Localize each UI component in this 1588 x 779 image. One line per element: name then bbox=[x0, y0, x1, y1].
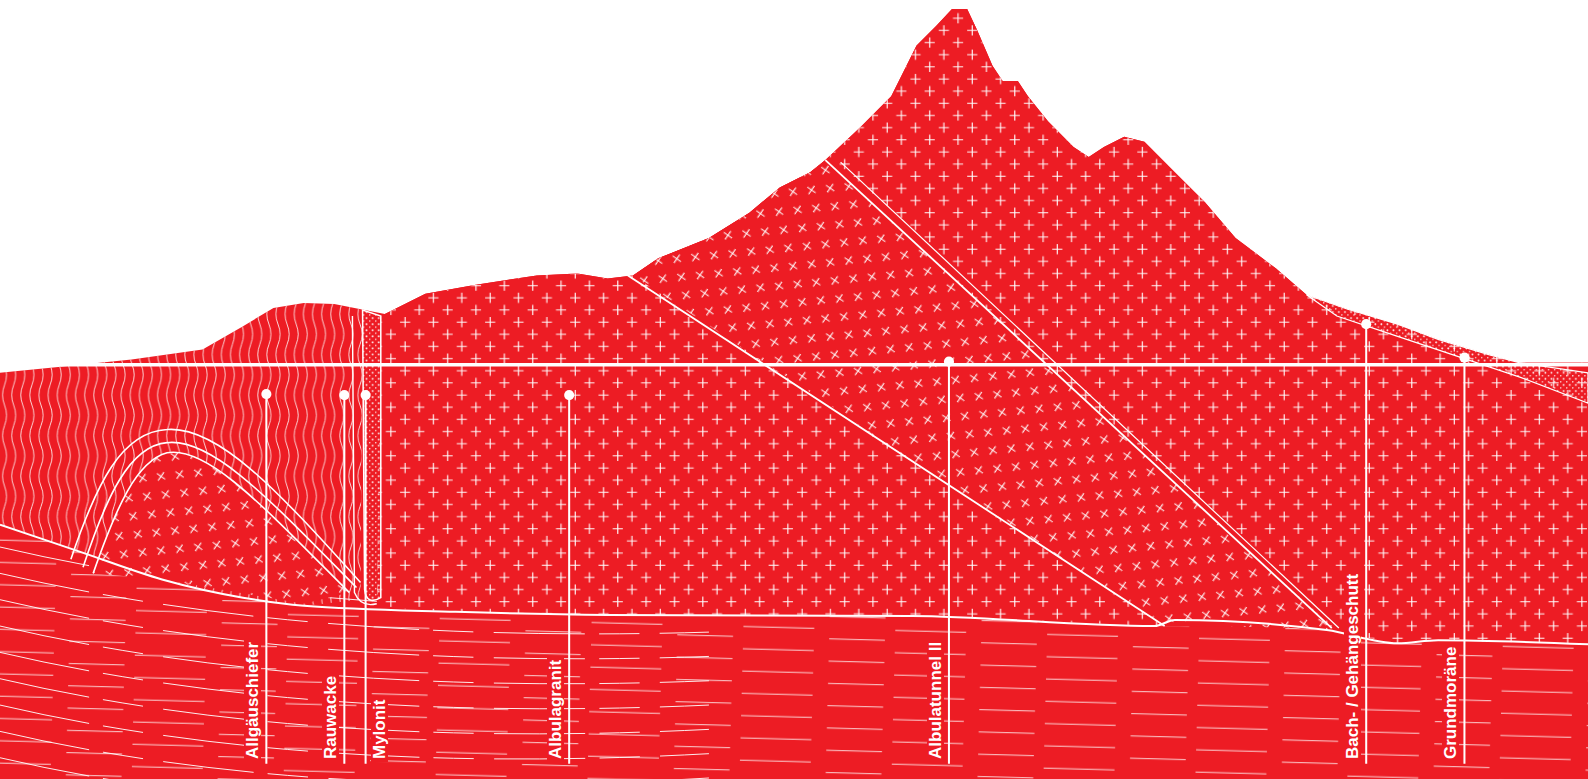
leader-dot bbox=[1361, 319, 1371, 329]
callout-label: Albulagranit bbox=[547, 657, 564, 762]
leader-line bbox=[1365, 324, 1367, 764]
leader-dot bbox=[361, 390, 371, 400]
callout-label: Bach- / Gehängeschutt bbox=[1344, 571, 1361, 762]
fault-line bbox=[628, 276, 1165, 626]
leader-dot bbox=[944, 357, 954, 367]
leader-dot bbox=[564, 390, 574, 400]
rock-body bbox=[0, 9, 1588, 779]
callout-label: Allgäuschiefer bbox=[244, 639, 261, 762]
leader-lines bbox=[261, 319, 1469, 764]
leader-line bbox=[265, 394, 267, 764]
leader-dot bbox=[261, 389, 271, 399]
leader-dot bbox=[1459, 353, 1469, 363]
leader-dot bbox=[339, 390, 349, 400]
callout-label: Mylonit bbox=[371, 696, 388, 762]
fold-outline bbox=[83, 442, 356, 587]
granite-ground bbox=[377, 9, 1588, 644]
fold-outline bbox=[71, 429, 361, 582]
leader-line bbox=[568, 395, 570, 764]
callout-label: Grundmoräne bbox=[1442, 643, 1459, 761]
debris-band bbox=[1306, 295, 1588, 403]
callout-label: Rauwacke bbox=[322, 673, 339, 762]
leader-line bbox=[365, 395, 367, 764]
fault-line bbox=[841, 162, 1339, 628]
fault-wedge-ground bbox=[633, 160, 1332, 628]
fault-wedge bbox=[633, 160, 1332, 628]
tunnel-line bbox=[61, 363, 1588, 367]
leader-line bbox=[948, 362, 950, 764]
fold-outline bbox=[93, 452, 349, 592]
mountain-body bbox=[0, 9, 1588, 779]
callout-label: Albulatunnel II bbox=[927, 639, 944, 762]
leader-line bbox=[343, 395, 345, 764]
fault-line bbox=[825, 160, 1331, 628]
leader-line bbox=[1463, 358, 1465, 764]
schist-zone bbox=[0, 303, 363, 606]
granite-zone bbox=[377, 9, 1588, 644]
